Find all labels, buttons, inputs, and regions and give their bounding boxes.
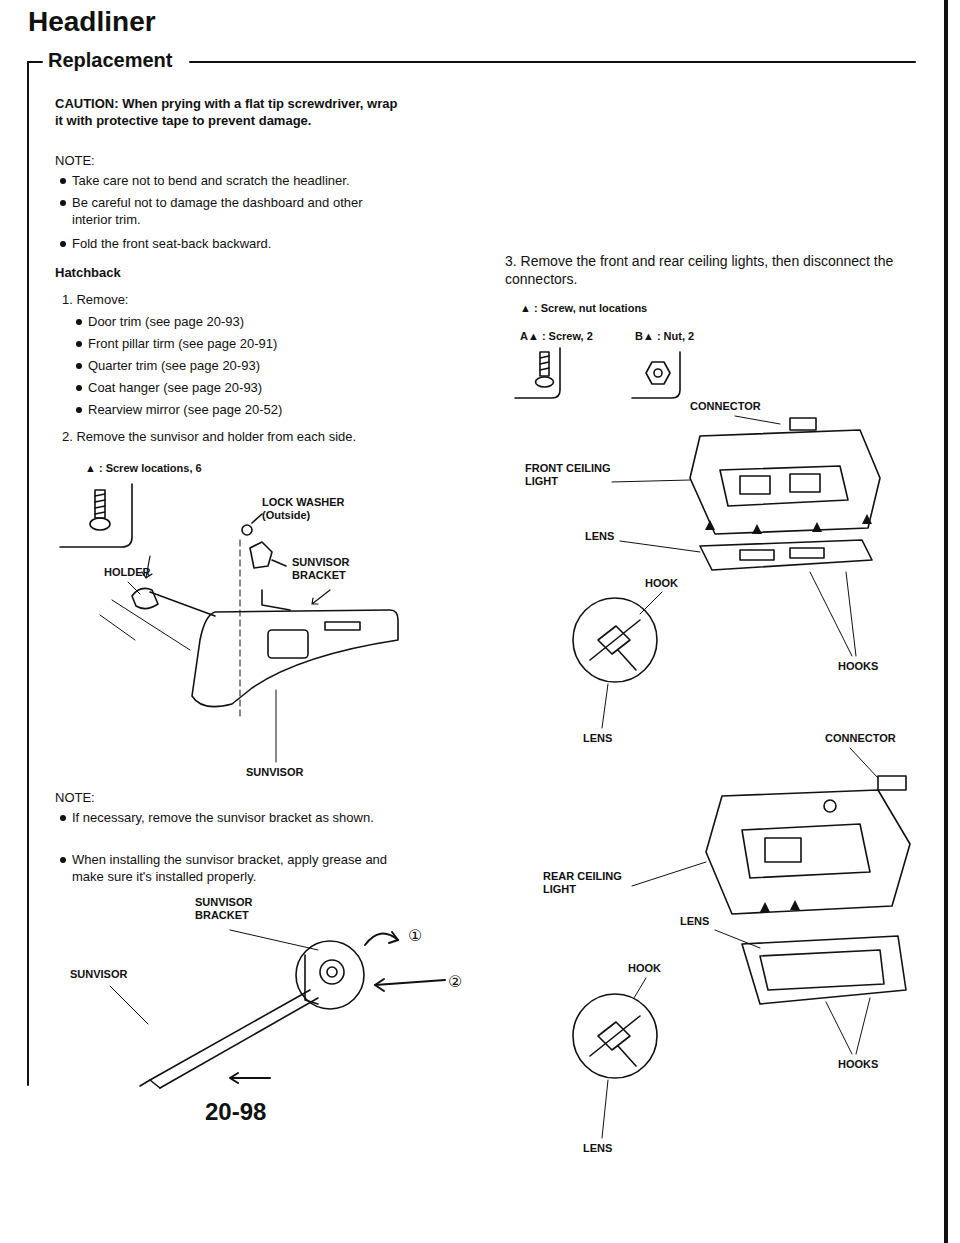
part-label: LENS bbox=[585, 530, 614, 543]
part-label: HOOK bbox=[645, 577, 678, 590]
page-number: 20-98 bbox=[205, 1096, 266, 1127]
instruction-text: NOTE: bbox=[55, 153, 95, 170]
instruction-text: Be careful not to damage the dashboard a… bbox=[72, 195, 402, 229]
part-label: SUNVISOR bbox=[246, 766, 303, 779]
part-label: HOOKS bbox=[838, 1058, 878, 1071]
instruction-text: If necessary, remove the sunvisor bracke… bbox=[72, 810, 402, 827]
part-label: B▲ : Nut, 2 bbox=[635, 330, 694, 343]
instruction-text: Door trim (see page 20-93) bbox=[88, 314, 244, 331]
part-label: HOLDER bbox=[104, 566, 150, 579]
part-label: HOOKS bbox=[838, 660, 878, 673]
part-label: SUNVISOR bbox=[70, 968, 127, 981]
part-label: LOCK WASHER (Outside) bbox=[262, 496, 362, 522]
part-label: LENS bbox=[583, 732, 612, 745]
part-label: LENS bbox=[680, 915, 709, 928]
part-label: SUNVISOR BRACKET bbox=[292, 556, 382, 582]
instruction-text: Take care not to bend and scratch the he… bbox=[72, 173, 402, 190]
instruction-text: CAUTION: When prying with a flat tip scr… bbox=[55, 96, 400, 130]
instruction-text: 3. Remove the front and rear ceiling lig… bbox=[505, 252, 925, 288]
instruction-text: Coat hanger (see page 20-93) bbox=[88, 380, 262, 397]
instruction-text: 1. Remove: bbox=[62, 292, 128, 309]
part-label: CONNECTOR bbox=[690, 400, 761, 413]
callout-number: ① bbox=[408, 926, 422, 947]
part-label: HOOK bbox=[628, 962, 661, 975]
instruction-text: NOTE: bbox=[55, 790, 95, 807]
part-label: ▲ : Screw locations, 6 bbox=[85, 462, 202, 475]
instruction-text: Rearview mirror (see page 20-52) bbox=[88, 402, 282, 419]
page-title: Headliner bbox=[28, 4, 156, 40]
instruction-text: Fold the front seat-back backward. bbox=[72, 236, 402, 253]
part-label: FRONT CEILING LIGHT bbox=[525, 462, 615, 488]
part-label: A▲ : Screw, 2 bbox=[520, 330, 593, 343]
instruction-text: Quarter trim (see page 20-93) bbox=[88, 358, 260, 375]
part-label: REAR CEILING LIGHT bbox=[543, 870, 633, 896]
part-label: ▲ : Screw, nut locations bbox=[520, 302, 647, 315]
callout-number: ② bbox=[448, 972, 462, 993]
instruction-text: Front pillar tirm (see page 20-91) bbox=[88, 336, 277, 353]
part-label: LENS bbox=[583, 1142, 612, 1155]
part-label: CONNECTOR bbox=[825, 732, 896, 745]
part-label: SUNVISOR BRACKET bbox=[195, 896, 285, 922]
section-heading: Replacement bbox=[48, 47, 173, 73]
instruction-text: When installing the sunvisor bracket, ap… bbox=[72, 852, 402, 886]
instruction-text: 2. Remove the sunvisor and holder from e… bbox=[62, 429, 422, 446]
instruction-text: Hatchback bbox=[55, 265, 121, 282]
